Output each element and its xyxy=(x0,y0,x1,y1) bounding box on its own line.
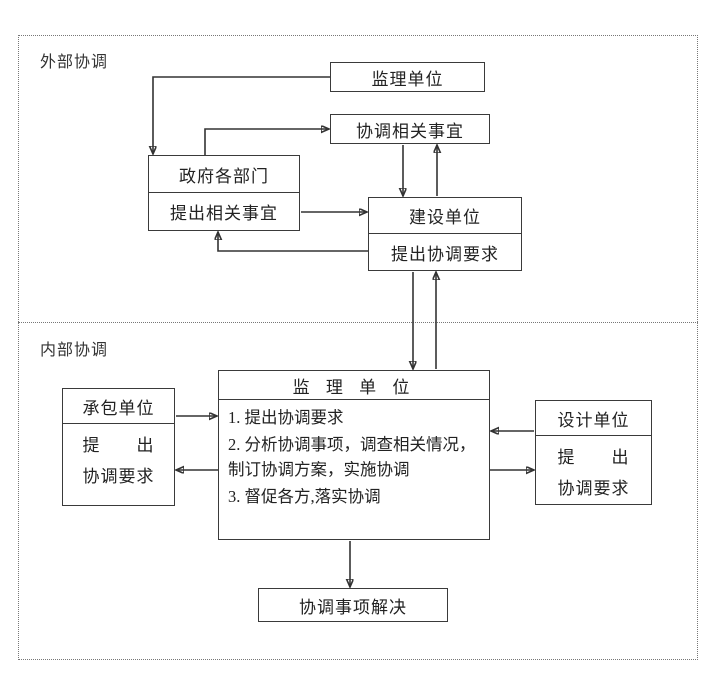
box-government-subtitle: 提出相关事宜 xyxy=(170,204,278,223)
box-construction-title: 建设单位 xyxy=(369,198,521,234)
box-construction-unit: 建设单位 提出协调要求 xyxy=(368,197,522,271)
box-design-title: 设计单位 xyxy=(536,401,651,436)
box-contractor-line2: 协调要求 xyxy=(82,467,155,486)
box-contractor-title: 承包单位 xyxy=(63,389,174,424)
box-coordinate-matters-label: 协调相关事宜 xyxy=(356,121,464,141)
diagram-border xyxy=(18,35,698,660)
section-label-internal: 内部协调 xyxy=(38,336,111,360)
box-government-departments: 政府各部门 提出相关事宜 xyxy=(148,155,300,231)
box-center-item-1: 1. 提出协调要求 xyxy=(228,408,344,427)
box-supervision-unit-top-label: 监理单位 xyxy=(371,69,444,89)
box-government-title: 政府各部门 xyxy=(149,156,299,193)
box-center-item-3: 3. 督促各方,落实协调 xyxy=(228,487,381,506)
box-contractor-unit: 承包单位 提 出 协调要求 xyxy=(62,388,175,506)
box-supervision-unit-top: 监理单位 xyxy=(330,62,485,92)
box-contractor-line1: 提 出 xyxy=(82,436,155,455)
section-divider-line xyxy=(18,322,698,323)
box-center-body: 1. 提出协调要求 2. 分析协调事项，调查相关情况，制订协调方案，实施协调 3… xyxy=(219,400,489,509)
section-label-external: 外部协调 xyxy=(38,48,111,72)
box-center-title: 监 理 单 位 xyxy=(219,371,489,400)
box-design-unit: 设计单位 提 出 协调要求 xyxy=(535,400,652,505)
box-center-item-2: 2. 分析协调事项，调查相关情况，制订协调方案，实施协调 xyxy=(228,435,476,479)
box-coordination-resolved: 协调事项解决 xyxy=(258,588,448,622)
box-supervision-unit-center: 监 理 单 位 1. 提出协调要求 2. 分析协调事项，调查相关情况，制订协调方… xyxy=(218,370,490,540)
box-contractor-body: 提 出 协调要求 xyxy=(63,424,174,498)
box-design-body: 提 出 协调要求 xyxy=(536,436,651,510)
box-coordination-resolved-label: 协调事项解决 xyxy=(299,597,407,617)
box-coordinate-matters: 协调相关事宜 xyxy=(330,114,490,144)
box-construction-subtitle: 提出协调要求 xyxy=(391,244,499,264)
box-design-line1: 提 出 xyxy=(557,448,630,467)
box-design-line2: 协调要求 xyxy=(557,479,630,498)
